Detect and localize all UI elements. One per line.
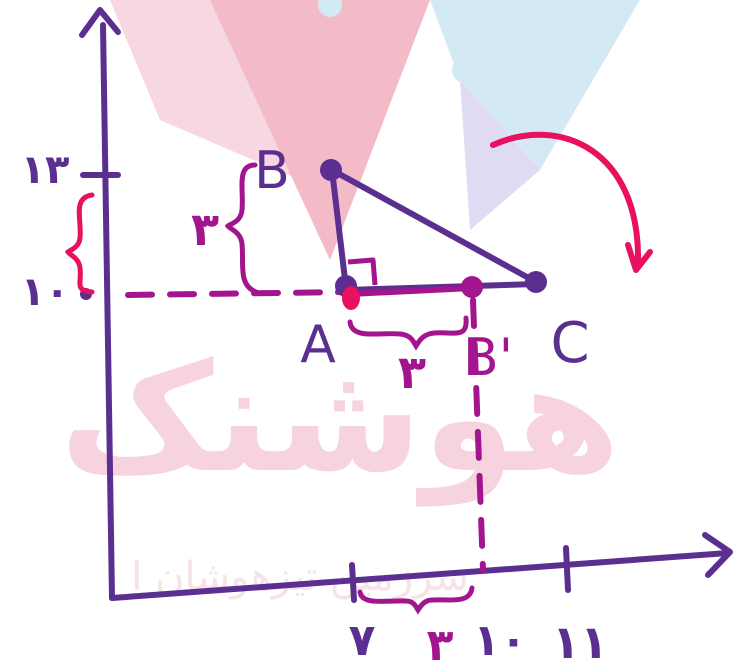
rotation-arc	[490, 131, 642, 265]
segment-ab	[329, 167, 349, 291]
y-axis	[100, 22, 115, 601]
x-axis	[109, 550, 731, 601]
x-tick-label-10: ۱۰	[473, 615, 527, 666]
x-tick-label-7: ۷	[349, 615, 376, 666]
x-gap-brace	[357, 585, 475, 615]
x-axis-arrowhead	[702, 532, 733, 578]
right-angle-mark	[347, 257, 378, 286]
y-axis-arrowhead	[79, 7, 121, 38]
ab-prime-length-label: ۳	[398, 345, 426, 399]
watermark-gem-lavender	[460, 80, 540, 230]
vertex-b-label: B	[254, 141, 290, 201]
point-b-prime-dot	[461, 276, 483, 298]
x-tick-label-11: ۱۱	[552, 615, 608, 666]
watermark-gem-blue	[430, 0, 640, 170]
axes	[79, 7, 733, 603]
vertex-b-dot	[320, 159, 342, 181]
point-b-prime-label: B'	[463, 328, 513, 388]
y-tick-label-13: ۱۳	[21, 147, 70, 193]
ab-brace	[224, 162, 259, 295]
y-tick-label-10: ۱۰	[21, 269, 70, 315]
segment-ab-prime	[347, 285, 475, 297]
vertex-a-label: A	[300, 315, 336, 375]
watermark-gem-node-2	[318, 0, 342, 17]
vertex-c-label: C	[550, 311, 589, 376]
watermark-gem-node	[452, 57, 478, 83]
guide-lines	[125, 289, 486, 573]
ab-length-label: ۳	[191, 202, 219, 256]
segment-bc	[329, 167, 539, 285]
dashed-line-x10	[470, 297, 486, 573]
x-tick-7	[349, 562, 357, 603]
rotation-arrow	[490, 131, 653, 273]
x-gap-length-label: ۳	[427, 620, 454, 666]
ab-prime-brace	[347, 315, 469, 351]
vertex-c-dot	[525, 271, 547, 293]
x-tick-11	[563, 545, 571, 593]
rotation-arrowhead	[625, 242, 653, 273]
vertex-a-highlight	[342, 286, 360, 310]
dashed-line-y10	[125, 289, 351, 298]
y-gap-brace	[64, 192, 95, 295]
watermark-gem-red	[210, 0, 430, 260]
watermark-text: هوشنک	[60, 332, 620, 507]
watermark-logo: هوشنک سرزمین تیزهوشان ا	[60, 0, 640, 600]
